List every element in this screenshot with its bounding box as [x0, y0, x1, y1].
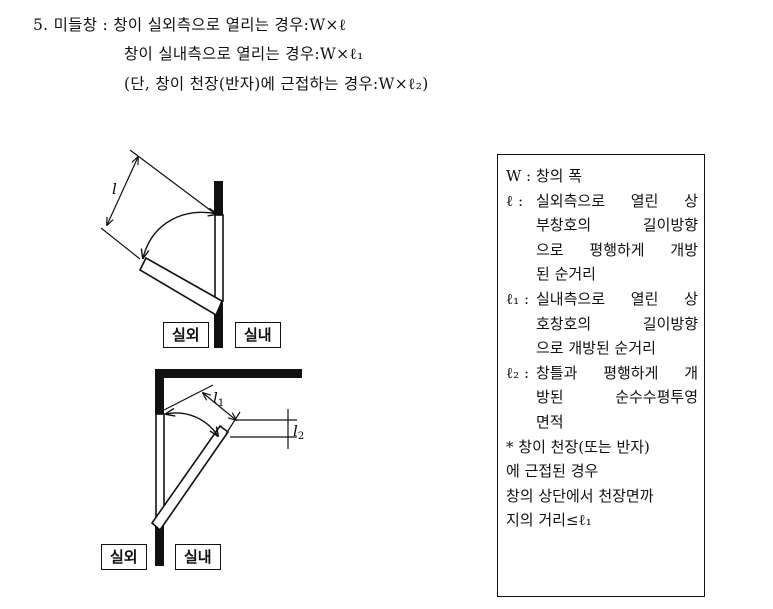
legend-text-w: : 창의 폭	[526, 167, 582, 185]
bottom-extension-line-1	[163, 384, 214, 411]
legend-key-l2: ℓ₂ :	[506, 363, 530, 382]
header-line-2: 창이 실내측으로 열리는 경우:W×ℓ₁	[124, 45, 364, 63]
bottom-dimension-line-1	[203, 393, 236, 420]
top-dimension-line	[107, 157, 138, 225]
legend-line: 된 순거리	[536, 265, 596, 284]
top-wall-lower	[214, 300, 223, 348]
bottom-wall-upper	[155, 369, 164, 414]
bottom-outside-label: 실외	[101, 544, 147, 570]
legend-entry-l2: ℓ₂ : 창틀과 평행하게 개 방된 순수수평투영 면적	[506, 361, 698, 435]
top-sash-closed	[214, 214, 224, 302]
bottom-dimension-label-2: l2	[293, 422, 304, 442]
legend-entry-l1: ℓ₁ : 실내측으로 열린 상 호창호의 길이방향 으로 개방된 순거리	[506, 287, 698, 361]
legend-entry-w: W : 창의 폭	[506, 164, 698, 189]
bottom-extension-line-2	[225, 411, 241, 435]
legend-entry-l: ℓ : 실외측으로 열린 상 부창호의 길이방향 으로 평행하게 개방 된 순거…	[506, 189, 698, 287]
top-extension-line-2	[100, 227, 141, 260]
legend-note-line: 지의 거리≤ℓ₁	[506, 511, 592, 530]
bottom-diagram: l1 l2	[150, 369, 304, 566]
legend-line: 부창호의 길이방향	[536, 216, 698, 235]
legend-note: * 창이 천장(또는 반자) 에 근접된 경우 창의 상단에서 천장면까 지의 …	[506, 435, 698, 533]
legend-line: 으로 평행하게 개방	[536, 240, 698, 259]
header-line-1: 5. 미들창 : 창이 실외측으로 열리는 경우:W×ℓ	[33, 16, 347, 34]
legend-key-w: W	[506, 167, 522, 185]
top-extension-line-1	[129, 149, 215, 214]
top-sash-open	[138, 256, 224, 317]
legend-key-l1: ℓ₁ :	[506, 289, 530, 308]
legend-note-line: * 창이 천장(또는 반자)	[506, 437, 650, 456]
bottom-ceiling	[155, 369, 302, 378]
bottom-wall-lower	[155, 520, 164, 566]
top-wall-upper	[214, 181, 223, 215]
legend-line: 실내측으로 열린 상	[536, 289, 698, 308]
legend-note-line: 창의 상단에서 천장면까	[506, 486, 654, 505]
legend-line: 실외측으로 열린 상	[536, 191, 698, 210]
legend-note-line: 에 근접된 경우	[506, 462, 599, 481]
legend-line: 면적	[536, 412, 564, 431]
bottom-swing-arc	[166, 413, 218, 436]
bottom-dimension-label-1: l1	[213, 389, 224, 409]
legend-line: 창틀과 평행하게 개	[536, 363, 698, 382]
top-inside-label: 실내	[235, 322, 281, 348]
top-swing-arc	[143, 212, 217, 258]
top-diagram: l	[100, 149, 224, 348]
bottom-sash-closed	[155, 413, 165, 521]
header-line-3: (단, 창이 천장(반자)에 근접하는 경우:W×ℓ₂)	[124, 75, 429, 93]
legend-line: 방된 순수수평투영	[536, 388, 698, 407]
bottom-inside-label: 실내	[175, 544, 221, 570]
legend-line: 으로 개방된 순거리	[536, 339, 656, 358]
top-outside-label: 실외	[163, 322, 209, 348]
legend-line: 호창호의 길이방향	[536, 314, 698, 333]
top-dimension-label: l	[112, 180, 117, 198]
legend-box: W : 창의 폭 ℓ : 실외측으로 열린 상 부창호의 길이방향 으로 평행하…	[497, 154, 705, 597]
bottom-sash-open	[150, 424, 230, 532]
legend-key-l: ℓ :	[506, 191, 524, 210]
